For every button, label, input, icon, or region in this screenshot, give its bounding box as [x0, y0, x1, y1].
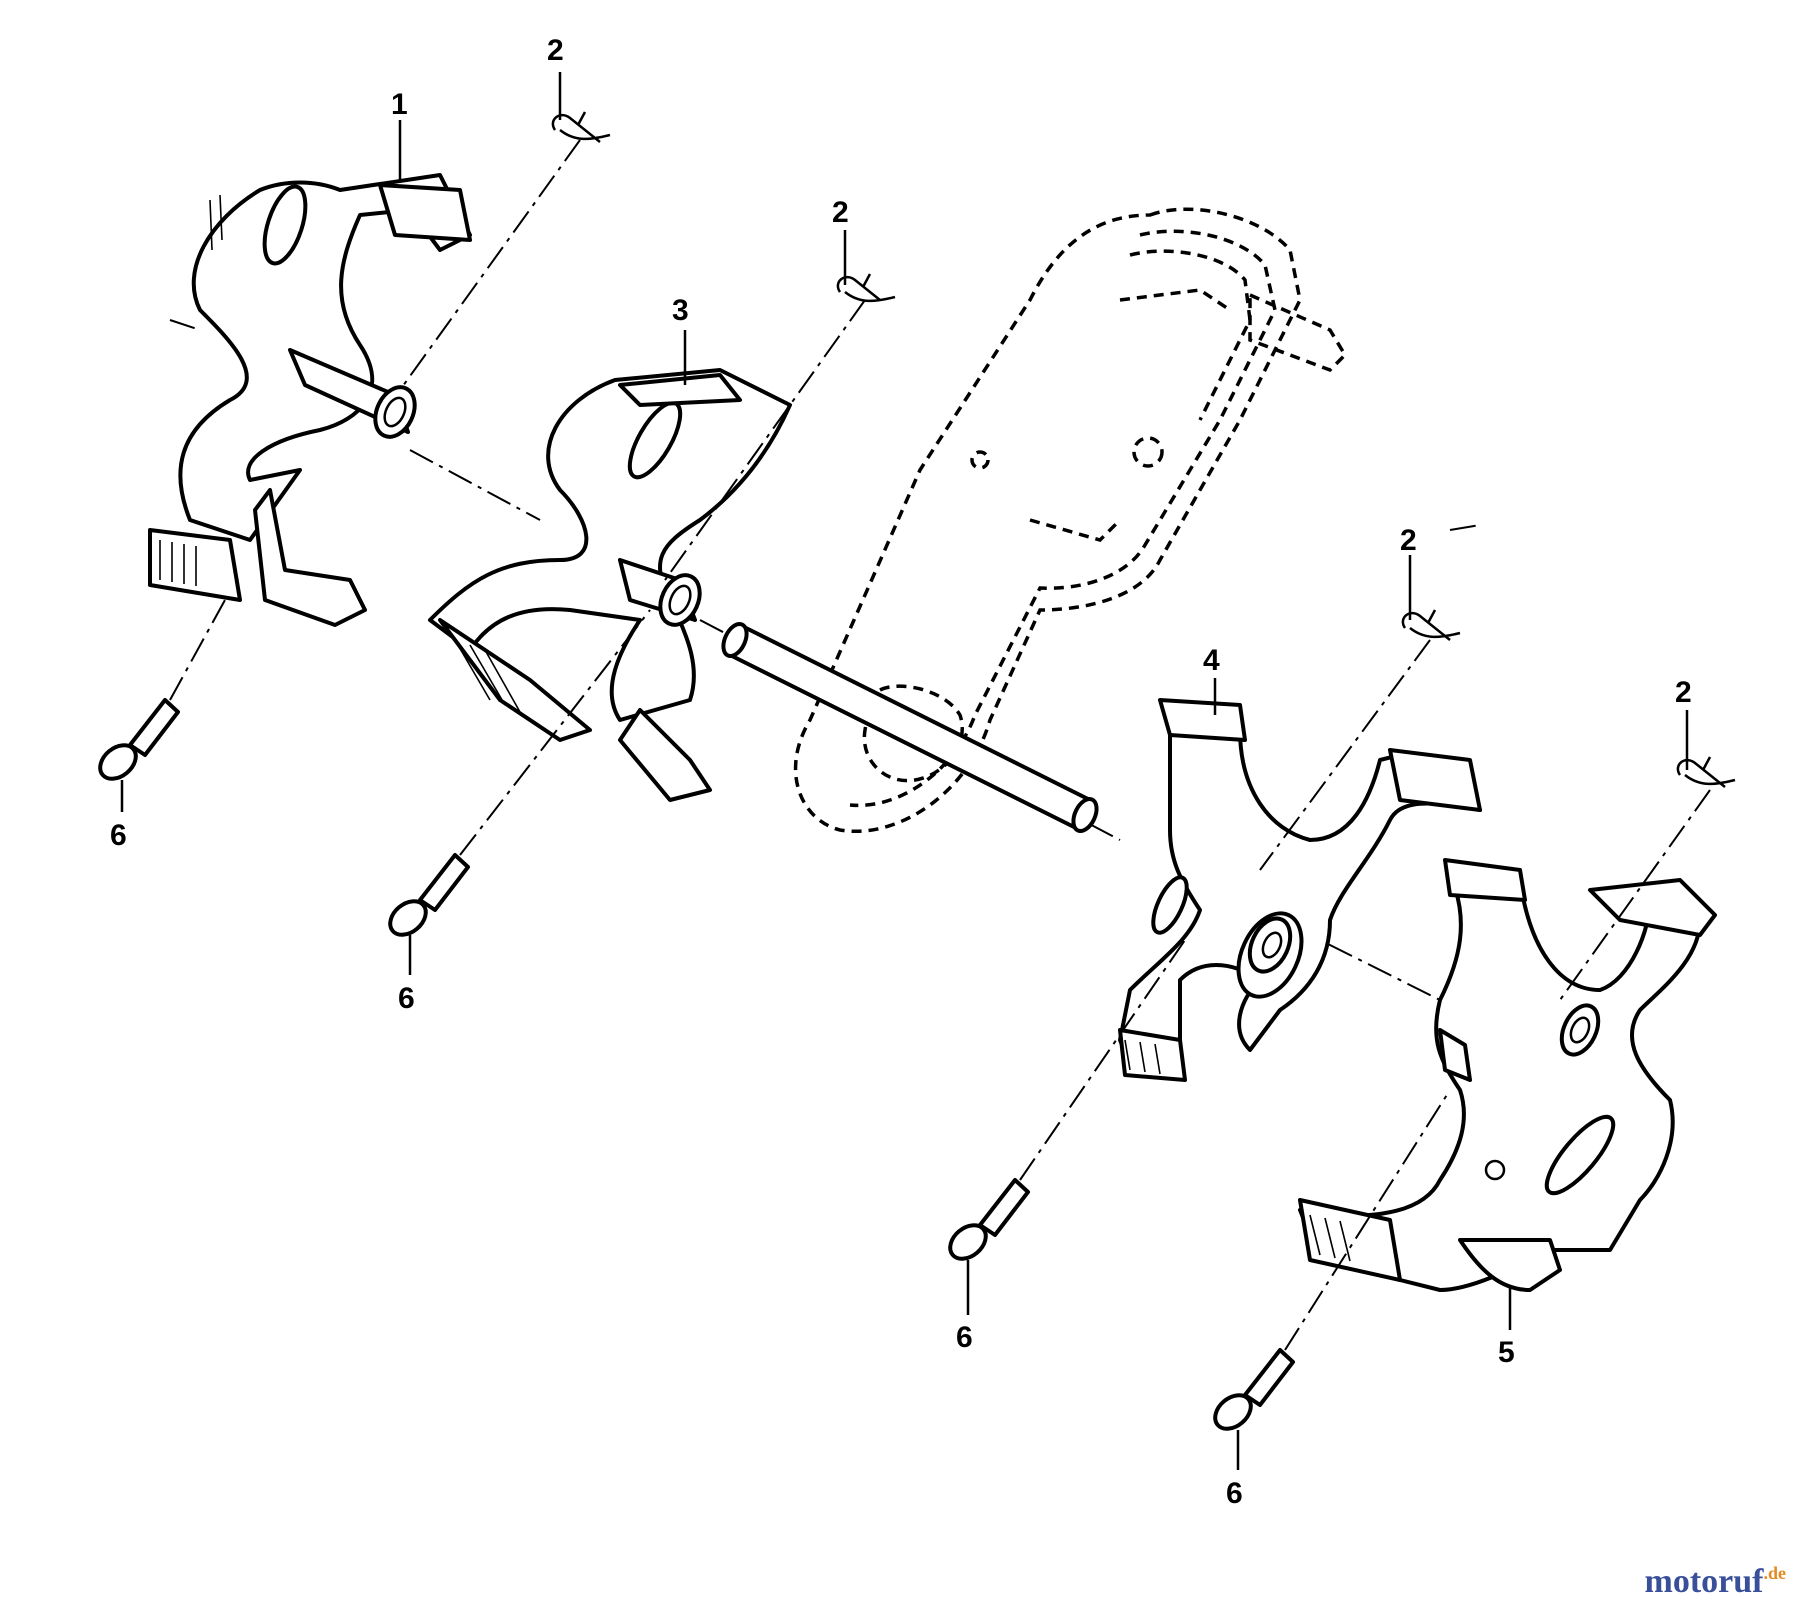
callout-6c: 6 [956, 1321, 973, 1354]
tine-part-1 [148, 173, 472, 627]
hairpin-clip-2d [1676, 756, 1736, 788]
motoruf-watermark: motoruf.de [1645, 1563, 1786, 1601]
tine-part-4 [1118, 698, 1482, 1082]
alignment-lines [169, 139, 1711, 1351]
tine-shaft [721, 622, 1099, 833]
watermark-text: motoruf [1644, 1563, 1764, 1600]
bolt-6b [388, 853, 470, 937]
leader-lines [120, 72, 1689, 1470]
callout-6d: 6 [1226, 1477, 1243, 1510]
bolt-6c [948, 1178, 1030, 1261]
hairpin-clip-2b [836, 273, 896, 303]
callout-2a: 2 [547, 34, 564, 67]
bolt-6d [1213, 1348, 1295, 1431]
tine-part-5 [1298, 858, 1717, 1292]
callout-1: 1 [391, 88, 408, 121]
callout-6a: 6 [110, 819, 127, 852]
callout-2d: 2 [1675, 676, 1692, 709]
hairpin-clip-2c [1401, 609, 1461, 641]
callout-2c: 2 [1400, 524, 1417, 557]
callout-5: 5 [1498, 1336, 1515, 1369]
watermark-suffix: .de [1763, 1563, 1787, 1583]
bolt-6a [98, 698, 180, 781]
tine-part-3 [428, 368, 792, 802]
gearbox-housing-phantom [793, 207, 1348, 833]
callout-4: 4 [1203, 644, 1220, 677]
hairpin-clip-2a [551, 111, 611, 143]
callout-3: 3 [672, 294, 689, 327]
callout-2b: 2 [832, 196, 849, 229]
callout-6b: 6 [398, 982, 415, 1015]
